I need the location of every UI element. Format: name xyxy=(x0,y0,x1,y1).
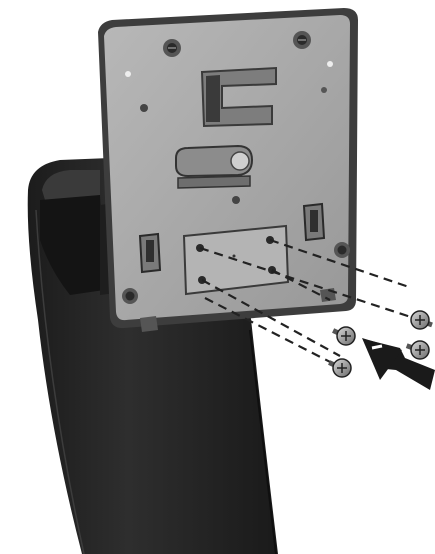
screw-top-right xyxy=(411,311,433,329)
plate-right-clip xyxy=(304,204,324,240)
plate-left-clip xyxy=(140,234,160,272)
screw-icon xyxy=(406,341,429,359)
plate-hole xyxy=(327,61,333,67)
plate-boss-top-left xyxy=(163,39,181,57)
plate-boss-bottom-left xyxy=(122,288,138,304)
screw-bottom-left xyxy=(328,359,351,377)
mounting-plate xyxy=(98,8,358,332)
plate-bottom-tab xyxy=(140,316,158,332)
plate-hole xyxy=(125,71,131,77)
plate-boss-top-right xyxy=(293,31,311,49)
plate-center-latch xyxy=(176,146,252,188)
screw-icon xyxy=(328,359,351,377)
plate-hole xyxy=(140,104,148,112)
screw-middle-right xyxy=(406,341,429,359)
plate-hole xyxy=(232,196,240,204)
screw-icon xyxy=(332,327,355,345)
screw-icon xyxy=(411,311,433,329)
plate-boss-bottom-right xyxy=(334,242,350,258)
screw-middle-left xyxy=(332,327,355,345)
plate-hole xyxy=(321,87,327,93)
